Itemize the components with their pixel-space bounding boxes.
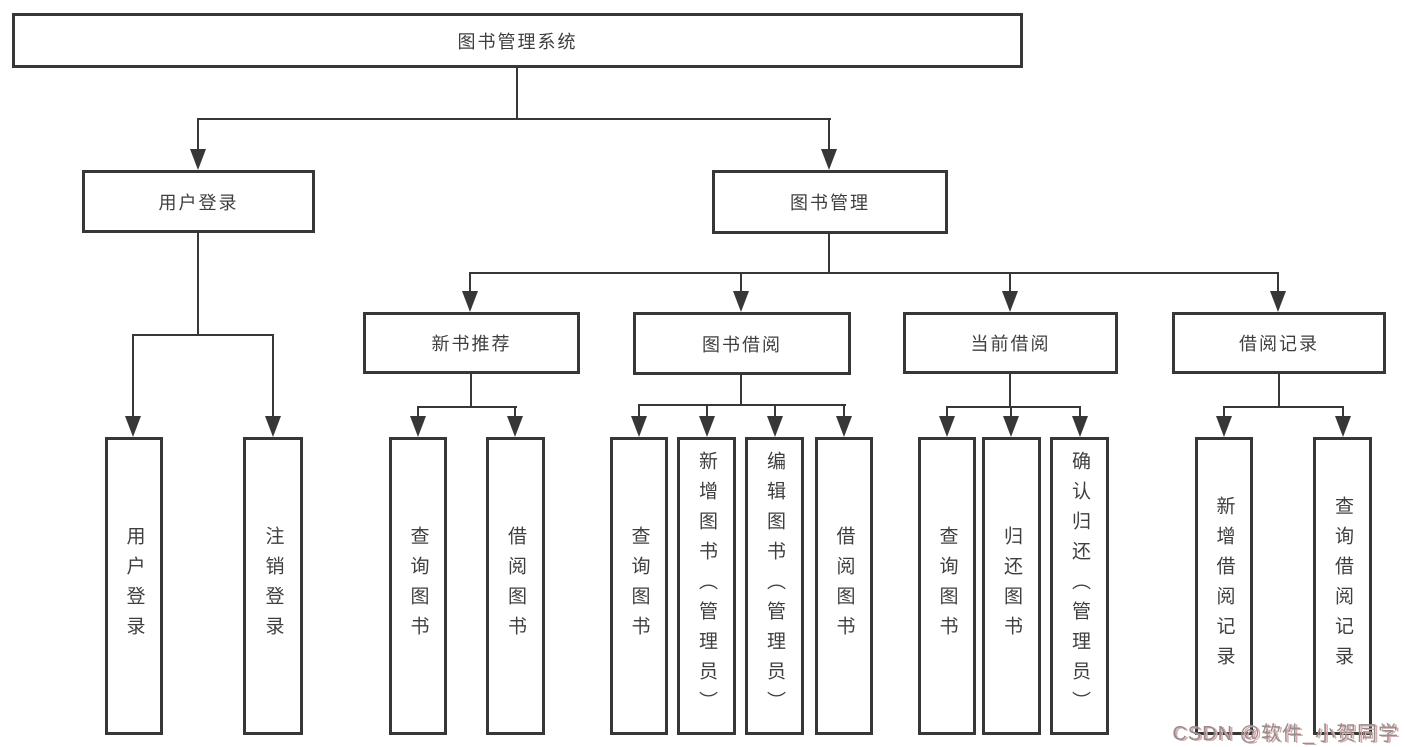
connector-arrow	[821, 149, 837, 170]
connector-arrow	[507, 416, 523, 437]
connector-arrow	[410, 416, 426, 437]
node-user-login: 用户登录	[82, 170, 315, 233]
connector-line	[417, 406, 517, 408]
connector-line	[1009, 374, 1011, 408]
leaf-current-query-book: 查询图书	[918, 437, 976, 735]
leaf-records-add-record: 新增借阅记录	[1195, 437, 1253, 735]
connector-arrow	[631, 416, 647, 437]
connector-arrow	[1270, 291, 1286, 312]
connector-line	[740, 375, 742, 406]
connector-arrow	[1216, 416, 1232, 437]
connector-arrow	[1072, 416, 1088, 437]
leaf-borrow-edit-book-admin: 编辑图书（管理员）	[745, 437, 804, 735]
connector-line	[638, 404, 640, 419]
connector-line	[740, 272, 742, 294]
leaf-borrow-add-book-admin: 新增图书（管理员）	[677, 437, 736, 735]
node-label: 图书借阅	[702, 334, 782, 355]
connector-line	[1223, 406, 1344, 408]
connector-line	[843, 404, 845, 419]
connector-line	[197, 118, 831, 120]
leaf-recommend-borrow-book: 借阅图书	[486, 437, 545, 735]
connector-arrow	[125, 416, 141, 437]
leaf-label: 借阅图书	[505, 526, 526, 646]
leaf-user-login: 用户登录	[105, 437, 163, 735]
csdn-watermark: CSDN @软件_小贺同学	[1172, 723, 1399, 745]
node-label: 借阅记录	[1239, 334, 1319, 354]
connector-line	[197, 233, 199, 336]
connector-line	[516, 68, 518, 119]
leaf-label: 查询图书	[628, 526, 650, 646]
leaf-label: 借阅图书	[833, 526, 855, 646]
node-label: 当前借阅	[970, 334, 1051, 354]
connector-line	[132, 334, 134, 418]
connector-arrow	[767, 416, 783, 437]
node-book-management: 图书管理	[712, 170, 948, 234]
connector-line	[1009, 272, 1011, 294]
node-new-book-recommend: 新书推荐	[363, 312, 580, 374]
connector-arrow	[265, 416, 281, 437]
leaf-current-confirm-return-admin: 确认归还（管理员）	[1050, 437, 1109, 735]
connector-line	[197, 118, 199, 152]
connector-line	[946, 406, 948, 419]
connector-line	[469, 272, 471, 294]
connector-line	[417, 406, 419, 419]
connector-line	[1079, 406, 1081, 419]
connector-line	[132, 334, 274, 336]
connector-line	[828, 118, 830, 152]
connector-line	[1342, 406, 1344, 419]
node-book-borrow: 图书借阅	[633, 312, 851, 375]
leaf-label: 查询借阅记录	[1332, 496, 1353, 676]
connector-line	[774, 404, 776, 419]
connector-line	[470, 374, 472, 408]
connector-line	[514, 406, 516, 419]
leaf-label: 确认归还（管理员）	[1069, 451, 1090, 721]
connector-line	[469, 272, 1279, 274]
leaf-label: 用户登录	[123, 526, 145, 646]
connector-arrow	[1335, 416, 1351, 437]
node-library-management-system: 图书管理系统	[12, 13, 1023, 68]
node-borrow-records: 借阅记录	[1172, 312, 1386, 374]
connector-line	[1277, 272, 1279, 294]
connector-line	[1278, 374, 1280, 408]
leaf-logout: 注销登录	[243, 437, 303, 735]
connector-arrow	[462, 291, 478, 312]
node-label: 图书管理	[790, 193, 870, 213]
connector-line	[638, 404, 846, 406]
connector-arrow	[836, 416, 852, 437]
node-label: 用户登录	[158, 192, 239, 213]
connector-line	[1223, 406, 1225, 419]
connector-line	[1010, 406, 1012, 419]
leaf-current-return-book: 归还图书	[982, 437, 1041, 735]
node-label: 图书管理系统	[457, 31, 578, 52]
connector-line	[706, 404, 708, 419]
connector-arrow	[1002, 291, 1018, 312]
leaf-label: 新增借阅记录	[1213, 496, 1235, 676]
connector-line	[272, 334, 274, 418]
leaf-label: 注销登录	[262, 526, 284, 646]
leaf-records-query-record: 查询借阅记录	[1313, 437, 1372, 735]
leaf-label: 查询图书	[936, 526, 958, 646]
node-current-borrow: 当前借阅	[903, 312, 1118, 374]
connector-arrow	[190, 149, 206, 170]
connector-arrow	[939, 416, 955, 437]
connector-line	[946, 406, 1081, 408]
connector-arrow	[1003, 416, 1019, 437]
leaf-label: 查询图书	[407, 526, 429, 646]
node-label: 新书推荐	[431, 334, 512, 354]
connector-arrow	[699, 416, 715, 437]
leaf-label: 归还图书	[1001, 526, 1022, 646]
leaf-borrow-borrow-book: 借阅图书	[815, 437, 873, 735]
leaf-label: 编辑图书（管理员）	[764, 451, 785, 721]
leaf-recommend-query-book: 查询图书	[389, 437, 447, 735]
connector-arrow	[733, 291, 749, 312]
leaf-label: 新增图书（管理员）	[696, 451, 717, 721]
connector-line	[828, 234, 830, 274]
leaf-borrow-query-book: 查询图书	[610, 437, 668, 735]
